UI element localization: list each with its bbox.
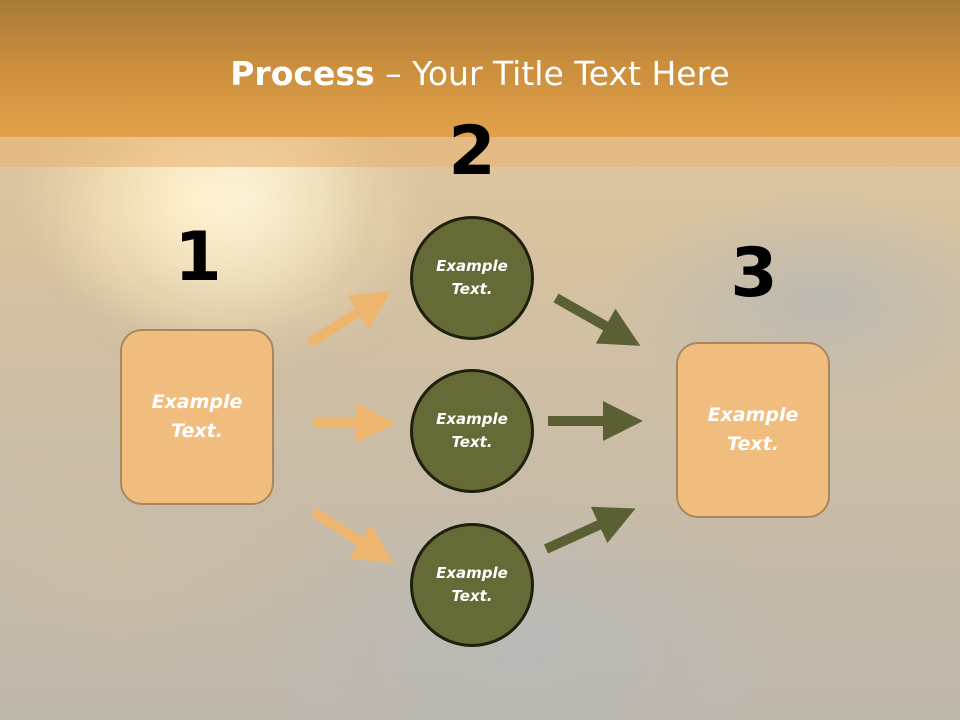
- arrow-input-to-top: [307, 290, 392, 348]
- output-box[interactable]: Example Text.: [676, 342, 830, 518]
- process-circle-top[interactable]: Example Text.: [410, 216, 534, 340]
- process-circle-top-text: Example Text.: [436, 257, 508, 298]
- process-circle-bottom-text: Example Text.: [436, 564, 508, 605]
- arrow-top-to-output: [553, 293, 641, 346]
- arrow-input-to-bottom: [311, 507, 394, 564]
- title-underband: [0, 137, 960, 167]
- step-number-2: 2: [448, 112, 496, 191]
- output-box-text: Example Text.: [707, 404, 799, 455]
- title-bar: Process – Your Title Text Here: [0, 0, 960, 137]
- process-circle-middle[interactable]: Example Text.: [410, 369, 534, 493]
- title-rest: – Your Title Text Here: [374, 54, 730, 93]
- step-number-3: 3: [730, 234, 778, 313]
- step-number-1: 1: [174, 218, 222, 297]
- process-circle-middle-text: Example Text.: [436, 410, 508, 451]
- input-box-text: Example Text.: [151, 391, 243, 442]
- slide-title: Process – Your Title Text Here: [0, 52, 960, 96]
- arrow-bottom-to-output: [543, 506, 636, 554]
- title-bold: Process: [230, 54, 375, 93]
- input-box[interactable]: Example Text.: [120, 329, 274, 505]
- process-circle-bottom[interactable]: Example Text.: [410, 523, 534, 647]
